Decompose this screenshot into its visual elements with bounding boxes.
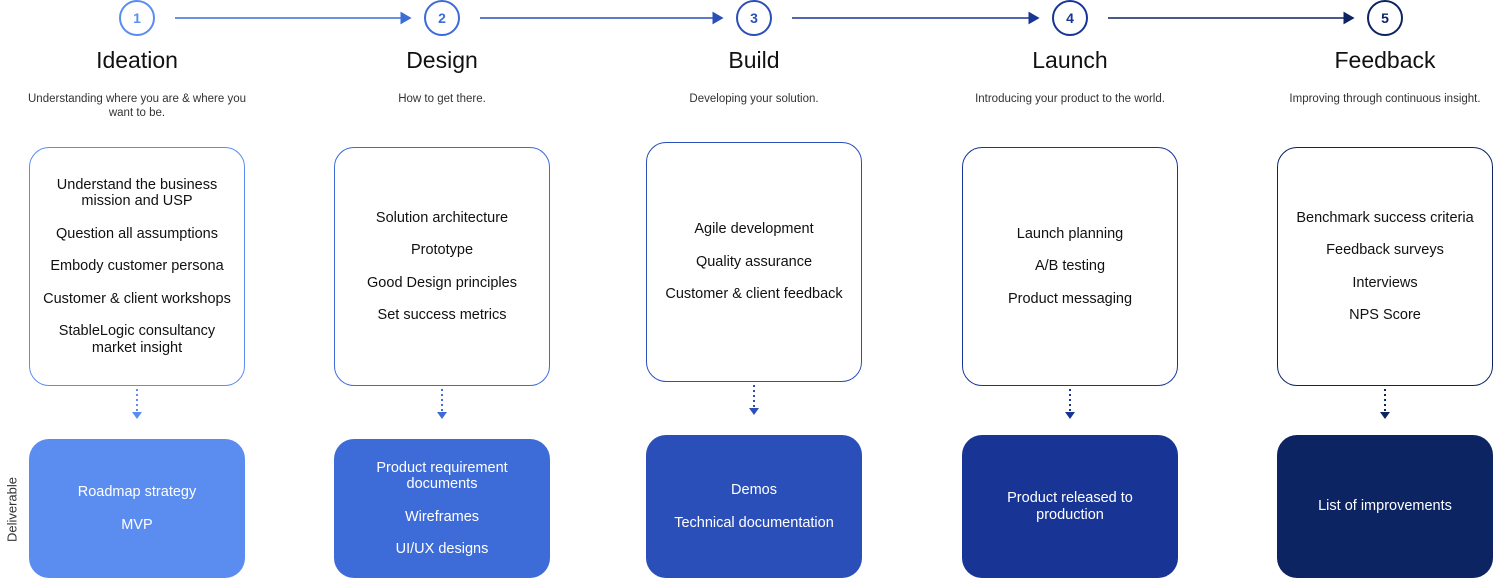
step-number-circle-5: 5 bbox=[1367, 0, 1403, 36]
activity-item: Launch planning bbox=[1016, 225, 1124, 242]
deliverable-item: Product requirement documents bbox=[376, 459, 508, 493]
deliverables-box-5: List of improvements bbox=[1277, 435, 1493, 578]
deliverable-item: Wireframes bbox=[404, 508, 480, 525]
activity-item: Embody customer persona bbox=[50, 258, 224, 275]
deliverable-arrowhead-2 bbox=[437, 412, 447, 419]
deliverable-arrowhead-1 bbox=[132, 412, 142, 419]
activity-item: Benchmark success criteria bbox=[1296, 209, 1474, 226]
activity-item: Understand the business mission and USP bbox=[56, 176, 218, 210]
activity-item: Product messaging bbox=[1007, 290, 1133, 307]
deliverable-item: MVP bbox=[121, 516, 153, 533]
activities-box-1: Understand the business mission and USP Q… bbox=[29, 147, 245, 386]
activity-item: Interviews bbox=[1352, 274, 1418, 291]
activity-item: Agile development bbox=[694, 221, 814, 238]
activity-item: Good Design principles bbox=[367, 274, 517, 291]
deliverable-item: List of improvements bbox=[1318, 498, 1452, 515]
deliverable-arrowhead-5 bbox=[1380, 412, 1390, 419]
activity-item: Prototype bbox=[410, 242, 474, 258]
stage-subtitle: Introducing your product to the world. bbox=[975, 93, 1165, 105]
stage-title: Design bbox=[406, 47, 478, 73]
stage-subtitle: Improving through continuous insight. bbox=[1289, 93, 1481, 105]
activity-item: Question all assumptions bbox=[56, 225, 218, 242]
stage-subtitle: How to get there. bbox=[398, 93, 486, 105]
activity-item: Customer & client feedback bbox=[665, 286, 843, 303]
activity-item: A/B testing bbox=[1034, 258, 1106, 275]
stage-subtitle: Understanding where you are & where you … bbox=[28, 93, 246, 119]
deliverable-item: Demos bbox=[731, 482, 777, 498]
step-number-circle-2: 2 bbox=[424, 0, 460, 36]
stage-title: Launch bbox=[1032, 47, 1108, 73]
step-number-circle-4: 4 bbox=[1052, 0, 1088, 36]
deliverable-arrowhead-4 bbox=[1065, 412, 1075, 419]
deliverable-item: Technical documentation bbox=[674, 514, 834, 531]
stage-subtitle: Developing your solution. bbox=[689, 93, 819, 105]
activity-item: Set success metrics bbox=[377, 307, 507, 323]
deliverable-item: Product released to production bbox=[1007, 490, 1133, 523]
activity-item: StableLogic consultancy market insight bbox=[58, 323, 216, 356]
deliverable-item: Roadmap strategy bbox=[77, 484, 197, 500]
activity-item: Solution architecture bbox=[375, 209, 509, 226]
activity-item: Feedback surveys bbox=[1326, 242, 1444, 258]
deliverable-item: UI/UX designs bbox=[395, 541, 489, 557]
deliverables-box-4: Product released to production bbox=[962, 435, 1178, 578]
step-number-circle-1: 1 bbox=[119, 0, 155, 36]
deliverable-arrowhead-3 bbox=[749, 408, 759, 415]
stage-title: Feedback bbox=[1334, 47, 1436, 73]
stage-title: Build bbox=[728, 47, 780, 73]
step-number-circle-3: 3 bbox=[736, 0, 772, 36]
deliverable-label: Deliverable bbox=[4, 476, 20, 543]
activity-item: Quality assurance bbox=[695, 253, 813, 270]
activity-item: Customer & client workshops bbox=[43, 290, 231, 307]
stage-title: Ideation bbox=[96, 47, 178, 73]
activity-item: NPS Score bbox=[1349, 307, 1421, 323]
